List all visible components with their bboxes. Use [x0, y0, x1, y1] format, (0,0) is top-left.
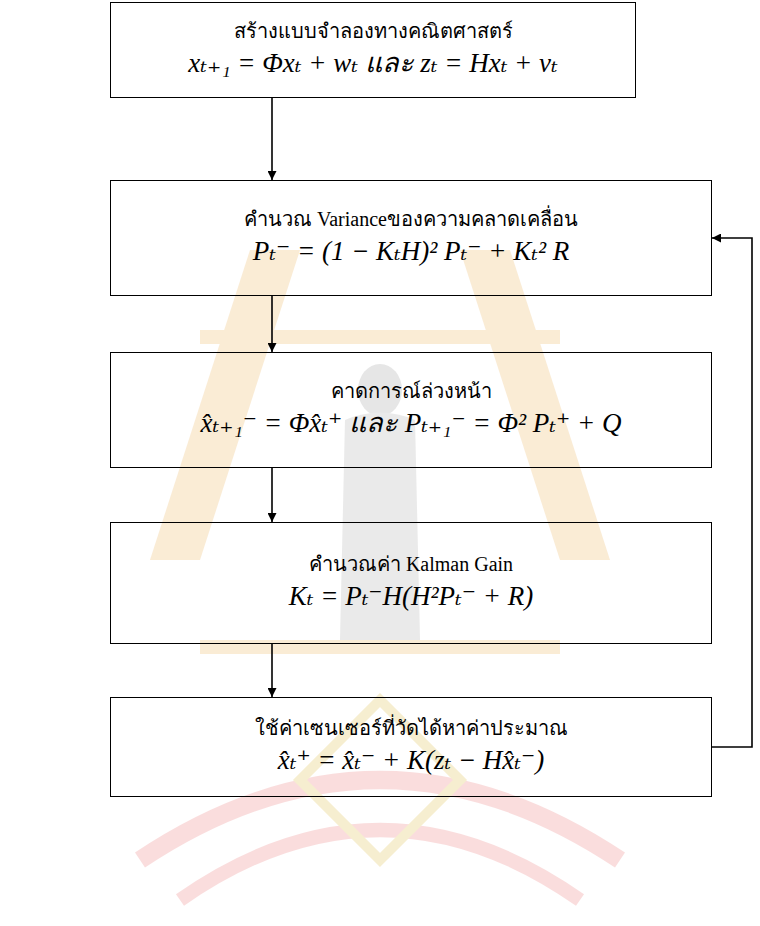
equation: Kₜ = Pₜ⁻H(H²Pₜ⁻ + R) [121, 579, 701, 614]
step-title: ใช้ค่าเซนเซอร์ที่วัดได้หาค่าประมาณ [121, 715, 701, 741]
equation: xₜ₊₁ = Φxₜ + wₜ และ zₜ = Hxₜ + vₜ [121, 46, 625, 81]
step-title: สร้างแบบจำลองทางคณิตศาสตร์ [121, 18, 625, 44]
flow-arrow [271, 468, 273, 522]
equation: x̂ₜ⁺ = x̂ₜ⁻ + K(zₜ − Hx̂ₜ⁻) [121, 743, 701, 778]
flow-arrow [712, 238, 752, 747]
flow-arrow [271, 644, 273, 697]
model-box: สร้างแบบจำลองทางคณิตศาสตร์xₜ₊₁ = Φxₜ + w… [110, 2, 636, 98]
step-title: คำนวณ Varianceของความคลาดเคลื่อน [121, 206, 701, 232]
predict-box: คาดการณ์ล่วงหน้าx̂ₜ₊₁⁻ = Φx̂ₜ⁺ และ Pₜ₊₁⁻… [110, 352, 712, 468]
equation: Pₜ⁻ = (1 − KₜH)² Pₜ⁻ + Kₜ² R [121, 234, 701, 269]
step-title: คาดการณ์ล่วงหน้า [121, 378, 701, 404]
gain-box: คำนวณค่า Kalman GainKₜ = Pₜ⁻H(H²Pₜ⁻ + R) [110, 522, 712, 644]
flow-arrow [271, 98, 273, 180]
equation: x̂ₜ₊₁⁻ = Φx̂ₜ⁺ และ Pₜ₊₁⁻ = Φ² Pₜ⁺ + Q [121, 406, 701, 441]
flow-arrow [271, 296, 273, 352]
variance-box: คำนวณ Varianceของความคลาดเคลื่อนPₜ⁻ = (1… [110, 180, 712, 296]
update-box: ใช้ค่าเซนเซอร์ที่วัดได้หาค่าประมาณx̂ₜ⁺ =… [110, 697, 712, 797]
step-title: คำนวณค่า Kalman Gain [121, 551, 701, 577]
